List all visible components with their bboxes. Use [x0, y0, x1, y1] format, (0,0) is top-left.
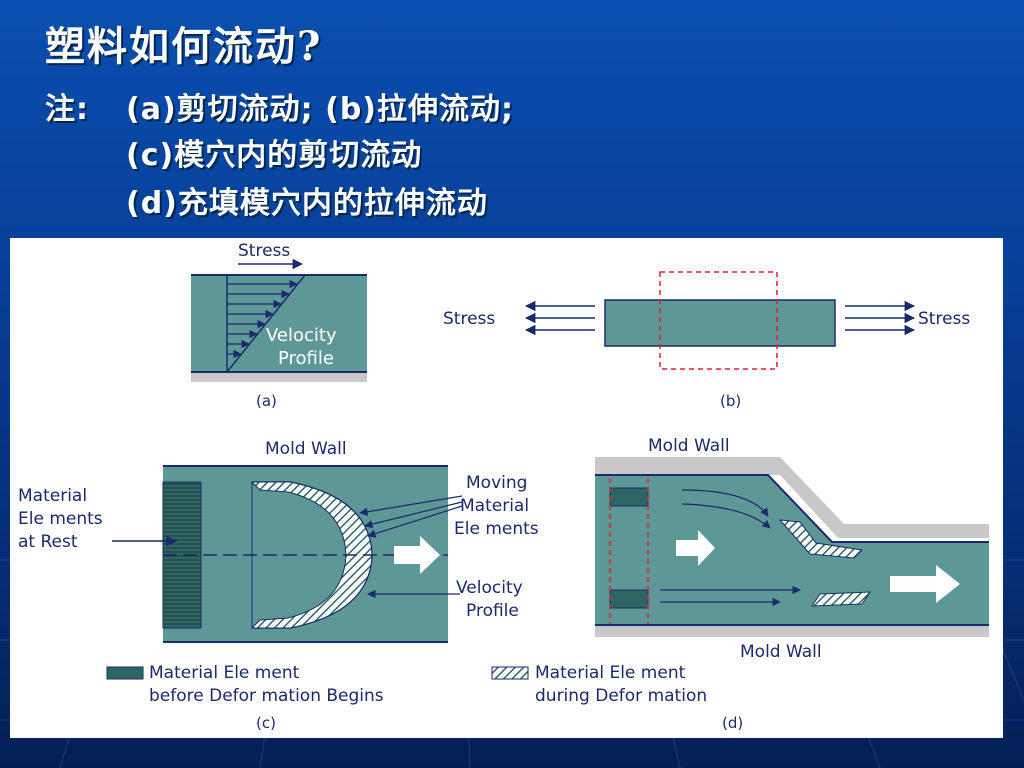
stretched-element-b	[604, 299, 836, 347]
flow-diagram: Stress Velocity Profile (a)	[18, 241, 989, 732]
moving-label-2: Material	[460, 496, 529, 516]
diagram-a-shear-flow: Stress Velocity Profile (a)	[191, 241, 367, 410]
at-rest-label-1: Material	[18, 486, 87, 506]
velocity-profile-label-a-1: Velocity	[266, 325, 337, 346]
deforming-elements-c	[250, 481, 373, 629]
caption-a: (a)	[256, 392, 277, 410]
moving-label-3: Ele ments	[454, 519, 539, 539]
note-a-b: (a)剪切流动; (b)拉伸流动;	[126, 92, 515, 127]
cavity-d	[595, 475, 989, 625]
flow-diagram-panel: Stress Velocity Profile (a)	[10, 238, 1003, 738]
legend-swatch-during	[491, 666, 529, 680]
bottom-wall-a	[191, 372, 367, 382]
note-label: 注:	[45, 92, 89, 127]
legend-before-2: before Defor mation Begins	[149, 686, 384, 706]
note-c: (c)模穴内的剪切流动	[126, 138, 423, 173]
legend-during-2: during Defor mation	[535, 686, 707, 706]
bottom-mold-wall-d	[595, 625, 989, 637]
caption-b: (b)	[720, 392, 741, 410]
at-rest-label-2: Ele ments	[18, 509, 103, 529]
fluid-layer-a	[191, 275, 367, 375]
element-before-bottom-d	[609, 589, 649, 609]
caption-c: (c)	[256, 714, 276, 732]
stress-label-b-right: Stress	[918, 309, 970, 329]
diagram-c-cavity-shear: Mold Wall Material Ele ments at Rest Mov…	[18, 439, 539, 643]
deforming-element-bottom-d	[811, 591, 871, 607]
at-rest-label-3: at Rest	[18, 532, 78, 552]
stress-label-b-left: Stress	[443, 309, 495, 329]
mold-wall-label-d-bottom: Mold Wall	[740, 642, 822, 662]
stress-label-a: Stress	[238, 241, 290, 261]
velocity-profile-c-1: Velocity	[456, 578, 523, 598]
caption-d: (d)	[722, 714, 743, 732]
legend-during-1: Material Ele ment	[535, 663, 686, 683]
velocity-profile-label-a-2: Profile	[278, 348, 334, 369]
velocity-profile-c-2: Profile	[466, 601, 519, 621]
flow-arrow-c	[394, 536, 440, 574]
deforming-element-top-d	[778, 519, 864, 559]
page-title: 塑料如何流动?	[45, 23, 323, 70]
original-element-outline-b	[659, 271, 778, 370]
note-d: (d)充填模穴内的拉伸流动	[126, 186, 488, 221]
element-before-top-d	[609, 487, 649, 507]
mold-wall-label-c: Mold Wall	[265, 439, 347, 459]
flow-arrow-d-1	[676, 530, 715, 566]
moving-label-1: Moving	[466, 473, 527, 493]
diagram-d-cavity-extension: Mold Wall Mold Wall	[595, 436, 989, 662]
legend-swatch-before	[106, 666, 144, 680]
diagram-b-extensional-flow: Stress Stress (b)	[443, 271, 970, 410]
flow-arrow-d-2	[890, 565, 960, 603]
top-mold-wall-d	[595, 457, 989, 538]
mold-wall-label-d-top: Mold Wall	[648, 436, 730, 456]
legend: Material Ele ment before Defor mation Be…	[106, 663, 743, 732]
legend-before-1: Material Ele ment	[149, 663, 300, 683]
